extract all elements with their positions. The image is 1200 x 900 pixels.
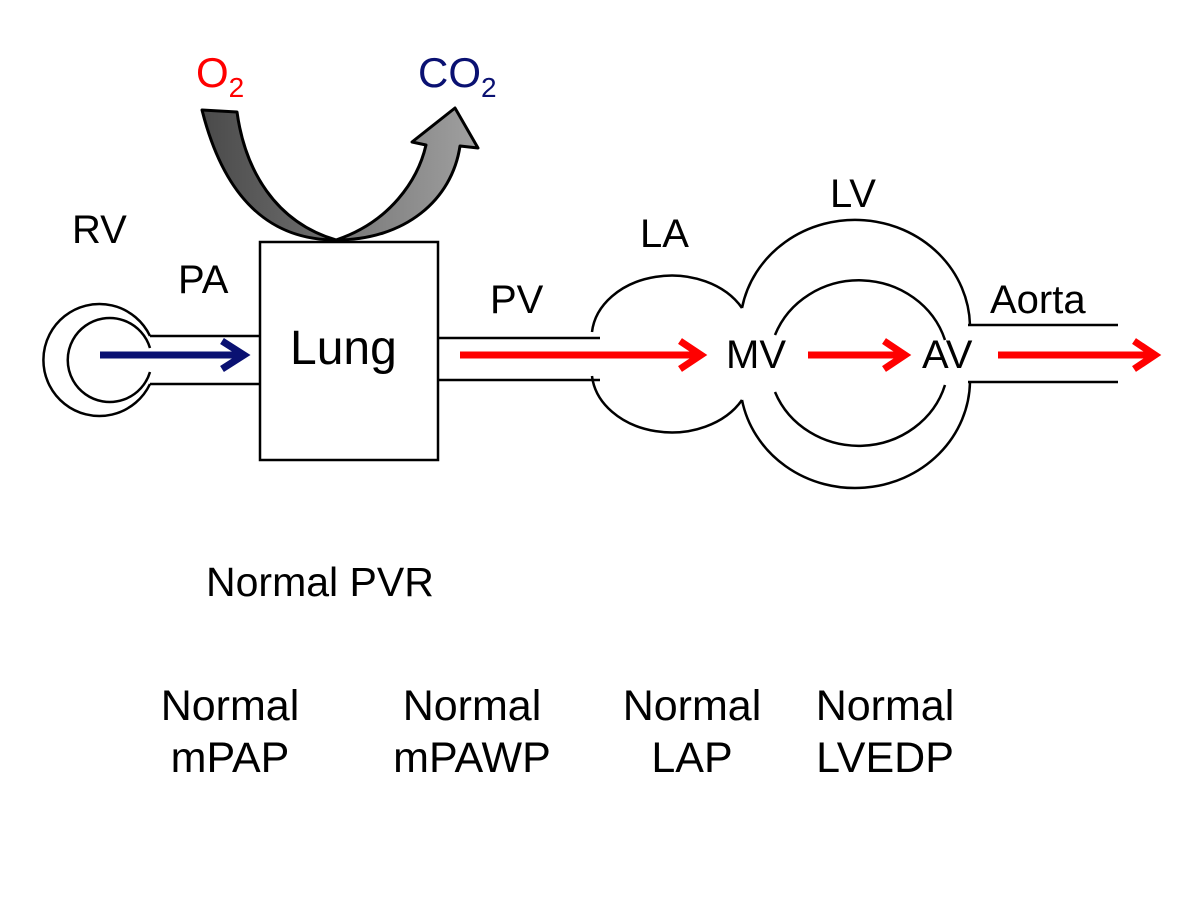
measurement-lvedp: Normal LVEDP <box>785 680 985 784</box>
right-ventricle <box>42 302 152 418</box>
pulmonary-vein <box>438 336 600 382</box>
pulmonary-artery <box>150 334 260 386</box>
co2-subscript: 2 <box>481 72 497 103</box>
measurement-mpap: Normal mPAP <box>130 680 330 784</box>
pv-label: PV <box>490 278 544 322</box>
measurement-status: Normal <box>402 682 542 730</box>
la-label: LA <box>640 212 689 256</box>
o2-label: O2 <box>196 52 244 102</box>
oxygenated-flow-arrow-lv <box>808 338 912 372</box>
deoxygenated-flow-arrow <box>100 338 251 372</box>
o2-subscript: 2 <box>228 72 245 103</box>
measurement-status: Normal <box>622 682 762 730</box>
measurement-status: Normal <box>160 682 300 730</box>
pvr-status: Normal PVR <box>206 559 434 605</box>
co2-release-arrow <box>334 106 480 242</box>
pa-label: PA <box>178 258 229 302</box>
aorta-label: Aorta <box>990 278 1086 322</box>
lv-label: LV <box>830 172 876 216</box>
o2-text: O <box>196 49 229 96</box>
left-ventricle <box>740 218 972 490</box>
rv-label: RV <box>72 208 127 252</box>
mv-label: MV <box>726 333 786 377</box>
measurement-mpawp: Normal mPAWP <box>362 680 582 784</box>
oxygenated-flow-arrow-pv <box>460 338 708 372</box>
measurement-name: mPAP <box>170 734 290 782</box>
measurement-name: LVEDP <box>816 734 954 782</box>
lung-label: Lung <box>290 322 397 375</box>
measurement-lap: Normal LAP <box>592 680 792 784</box>
lung-box <box>258 240 440 462</box>
oxygenated-flow-arrow-aorta <box>998 338 1162 372</box>
left-atrium <box>590 274 744 434</box>
measurement-status: Normal <box>815 682 955 730</box>
o2-uptake-arrow <box>200 108 338 242</box>
co2-text: CO <box>418 49 481 96</box>
measurement-name: mPAWP <box>393 734 551 782</box>
av-label: AV <box>922 333 973 377</box>
co2-label: CO2 <box>418 52 497 102</box>
aorta-vessel <box>968 323 1118 384</box>
measurement-name: LAP <box>651 734 733 782</box>
